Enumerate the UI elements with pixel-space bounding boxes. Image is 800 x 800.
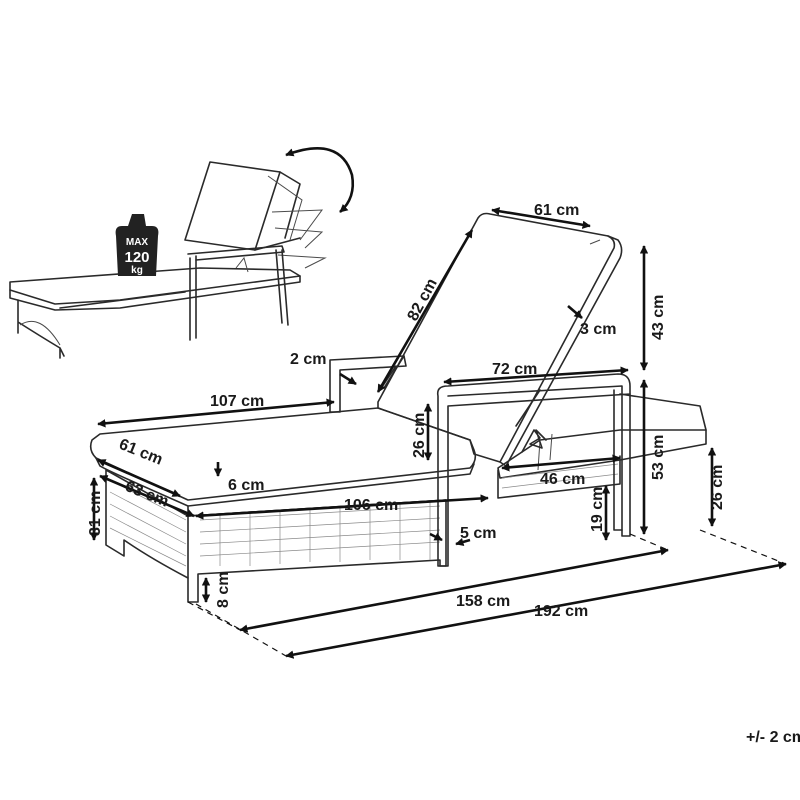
main-lounger xyxy=(89,212,707,603)
label-cushion-width: 61 cm xyxy=(117,436,165,469)
label-rear-section: 46 cm xyxy=(540,471,585,488)
label-frame-width: 63 cm xyxy=(123,478,171,511)
label-clearance: 8 cm xyxy=(215,572,232,608)
weight-icon: MAX 120 kg xyxy=(115,214,159,276)
label-backrest-thickness: 3 cm xyxy=(580,321,616,338)
label-backrest-length: 82 cm xyxy=(405,276,441,324)
label-leg-width: 5 cm xyxy=(460,525,496,542)
label-armrest-thickness: 2 cm xyxy=(290,351,326,368)
thumbnail-lounger: MAX 120 kg xyxy=(9,147,355,359)
seat-cushion xyxy=(89,407,477,501)
dimension-labels: 61 cm 82 cm 3 cm 43 cm 2 cm 72 cm 107 cm… xyxy=(87,202,800,746)
label-frame-height: 26 cm xyxy=(411,413,428,458)
label-rear-height: 26 cm xyxy=(709,465,726,510)
capacity-max-label: MAX xyxy=(126,237,149,248)
tolerance-note: +/- 2 cm xyxy=(746,729,800,746)
label-front-length: 106 cm xyxy=(344,497,398,514)
label-seat-length: 107 cm xyxy=(210,393,264,410)
label-cushion-thickness: 6 cm xyxy=(228,477,264,494)
label-frame-length: 158 cm xyxy=(456,593,510,610)
label-backrest-height: 43 cm xyxy=(650,295,667,340)
capacity-unit: kg xyxy=(131,265,143,276)
label-total-height: 53 cm xyxy=(650,435,667,480)
capacity-value: 120 xyxy=(124,249,149,266)
label-seat-height: 31 cm xyxy=(87,491,104,536)
dimension-lines xyxy=(89,207,787,659)
label-leg-height: 19 cm xyxy=(589,487,606,532)
label-total-length: 192 cm xyxy=(534,603,588,620)
label-backrest-width: 61 cm xyxy=(534,202,579,219)
rotation-arrow-icon xyxy=(285,147,355,213)
label-armrest-length: 72 cm xyxy=(492,361,537,378)
